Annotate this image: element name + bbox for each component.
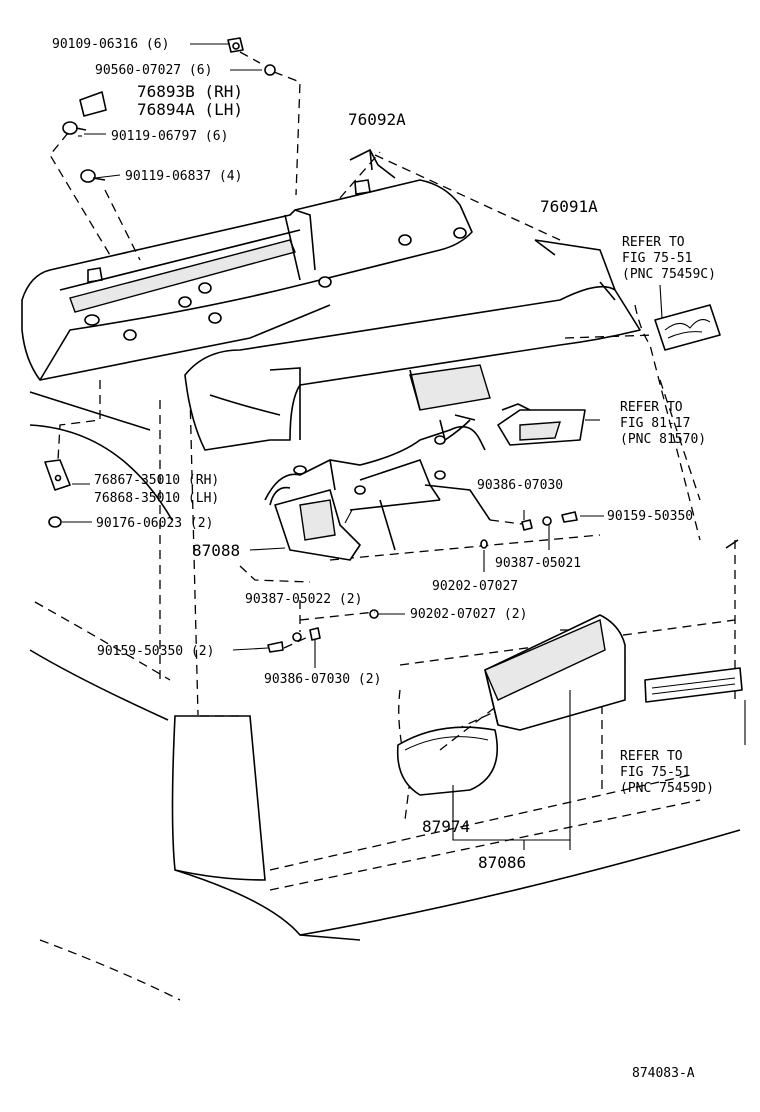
label-87086: 87086 [478,853,526,872]
label-refer1-line2: FIG 75-51 [622,251,692,266]
car-body-outline [29,151,741,1001]
label-76894A: 76894A (LH) [137,100,243,119]
diagram-id: 874083-A [632,1066,695,1081]
label-refer2-line3: (PNC 81570) [620,432,706,447]
label-90387-05021: 90387-05021 [495,556,581,571]
hardware-bolts-nuts [44,37,578,653]
label-90202-07027-single: 90202-07027 [432,579,518,594]
label-90119-06797: 90119-06797 (6) [111,129,228,144]
label-90109-06316: 90109-06316 (6) [52,37,169,52]
label-refer2-line2: FIG 81-17 [620,416,690,431]
label-90159-50350-right: 90159-50350 [607,509,693,524]
label-90386-07030-top: 90386-07030 [477,478,563,493]
part-number-labels: 90109-06316 (6) 90560-07027 (6) 76893B (… [52,37,716,1081]
label-90560-07027: 90560-07027 (6) [95,63,212,78]
label-refer2-line1: REFER TO [620,400,683,415]
lock-mechanism-87088 [264,414,491,561]
spoiler-upper-76092A [21,148,473,381]
high-mount-stop-lamp [497,403,600,446]
label-76893B: 76893B (RH) [137,82,243,101]
spoiler-lower-76091A [184,239,641,451]
label-76868-35010: 76868-35010 (LH) [94,491,219,506]
name-plate-75459D [644,667,746,745]
label-90387-05022: 90387-05022 (2) [245,592,362,607]
label-90202-07027-pair: 90202-07027 (2) [410,607,527,622]
label-refer3-line2: FIG 75-51 [620,765,690,780]
label-87088: 87088 [192,541,240,560]
label-90176-06023: 90176-06023 (2) [96,516,213,531]
label-76091A: 76091A [540,197,598,216]
label-90386-07030-pair: 90386-07030 (2) [264,672,381,687]
label-90119-06837: 90119-06837 (4) [125,169,242,184]
label-76867-35010: 76867-35010 (RH) [94,473,219,488]
leader-lines [49,43,604,850]
label-refer1-line3: (PNC 75459C) [622,267,716,282]
label-90159-50350-pair: 90159-50350 (2) [97,644,214,659]
emblem-75459C [564,284,721,351]
spoiler-studs [84,227,467,341]
label-87974: 87974 [422,817,470,836]
license-lamp-assembly [396,614,626,796]
label-refer3-line1: REFER TO [620,749,683,764]
label-refer3-line3: (PNC 75459D) [620,781,714,796]
label-76092A: 76092A [348,110,406,129]
label-refer1-line1: REFER TO [622,235,685,250]
